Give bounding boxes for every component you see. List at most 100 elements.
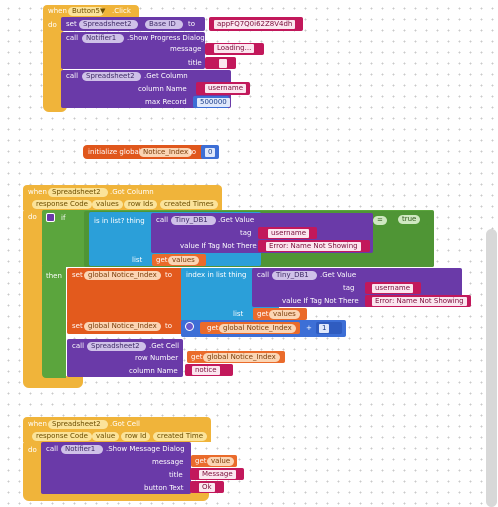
event-name: .Got Cell: [110, 420, 140, 428]
do-label: do: [28, 446, 37, 454]
component-dropdown[interactable]: Spreadsheet2: [48, 188, 108, 197]
component-dropdown[interactable]: Button5: [68, 7, 104, 16]
max-record-number[interactable]: 500000: [197, 98, 230, 107]
set-label: set: [66, 20, 77, 28]
set-label: set: [72, 322, 83, 330]
title-label: title: [169, 471, 183, 479]
eq-operator-dropdown[interactable]: =: [373, 216, 387, 225]
global-var-dropdown[interactable]: global Notice_Index: [219, 324, 296, 333]
button-text-value[interactable]: Ok: [199, 483, 215, 492]
message-text[interactable]: Loading...: [214, 44, 255, 53]
do-label: do: [28, 213, 37, 221]
tag-label: tag: [343, 284, 355, 292]
one-number[interactable]: 1: [319, 324, 330, 333]
when-label: when: [28, 420, 47, 428]
column-name-label: column Name: [129, 367, 178, 375]
get-label: get: [257, 310, 269, 318]
call-label: call: [156, 216, 169, 224]
value-var-dropdown[interactable]: value: [207, 457, 235, 466]
notifier-dropdown[interactable]: Notifier1: [82, 34, 124, 43]
column-name-label: column Name: [138, 85, 187, 93]
to-label: to: [188, 20, 196, 28]
index-in-list-label: index in list thing: [186, 271, 247, 279]
param-row-ids[interactable]: row Ids: [124, 200, 158, 209]
column-name-text[interactable]: notice: [192, 366, 220, 375]
get-label: get: [191, 353, 203, 361]
button-text-label: button Text: [144, 484, 184, 492]
tag-text[interactable]: username: [268, 229, 309, 238]
if-block-then: [42, 266, 66, 378]
column-name-text[interactable]: username: [205, 84, 246, 93]
spreadsheet-dropdown[interactable]: Spreadsheet2: [79, 20, 138, 29]
get-label: get: [195, 457, 207, 465]
param-row-id[interactable]: row Id: [121, 432, 151, 441]
call-label: call: [72, 342, 85, 350]
method-name: .Show Message Dialog: [106, 445, 185, 453]
values-var-dropdown[interactable]: values: [269, 310, 300, 319]
param-value[interactable]: value: [92, 432, 120, 441]
global-name-field[interactable]: Notice_Index: [139, 148, 193, 157]
tag-text[interactable]: username: [372, 284, 413, 293]
call-label: call: [46, 445, 59, 453]
spreadsheet-dropdown[interactable]: Spreadsheet2: [82, 72, 141, 81]
global-value-number[interactable]: 0: [205, 148, 216, 157]
call-label: call: [66, 34, 79, 42]
to-label: to: [165, 271, 173, 279]
true-dropdown[interactable]: true: [398, 215, 421, 224]
plus-operator: +: [306, 324, 312, 332]
when-label: when: [28, 188, 47, 196]
title-label: title: [188, 59, 202, 67]
get-label: get: [207, 324, 219, 332]
to-label: to: [165, 322, 173, 330]
value-if-label: value If Tag Not There: [282, 297, 359, 305]
param-values[interactable]: values: [92, 200, 123, 209]
title-text[interactable]: Message: [199, 470, 236, 479]
tag-label: tag: [240, 229, 252, 237]
base-id-text[interactable]: appFQ7Q0i62Z8V4dh: [214, 20, 296, 29]
vertical-scrollbar[interactable]: [486, 229, 497, 507]
component-dropdown[interactable]: Spreadsheet2: [48, 420, 108, 429]
message-label: message: [152, 458, 184, 466]
title-text[interactable]: [219, 59, 227, 68]
list-label: list: [233, 310, 244, 318]
property-dropdown[interactable]: Base ID: [145, 20, 183, 29]
values-var-dropdown[interactable]: values: [168, 256, 199, 265]
method-name: .Get Column: [144, 72, 188, 80]
set-label: set: [72, 271, 83, 279]
param-response-code[interactable]: response Code: [32, 200, 92, 209]
param-created-time[interactable]: created Time: [153, 432, 208, 441]
get-label: get: [156, 256, 168, 264]
global-var-dropdown[interactable]: global Notice_Index: [84, 271, 161, 280]
global-var-dropdown[interactable]: global Notice_Index: [84, 322, 161, 331]
param-response-code[interactable]: response Code: [32, 432, 92, 441]
method-name: .Get Value: [320, 271, 357, 279]
do-label: do: [48, 21, 57, 29]
value-if-text[interactable]: Error: Name Not Showing: [266, 242, 361, 251]
event-block-footer: [23, 376, 83, 388]
gear-icon[interactable]: [46, 213, 55, 222]
tinydb-dropdown[interactable]: Tiny_DB1: [171, 216, 216, 225]
is-in-list-label: is in list? thing: [94, 217, 145, 225]
event-block-footer: [23, 493, 209, 501]
spreadsheet-dropdown[interactable]: Spreadsheet2: [87, 342, 146, 351]
method-name: .Get Value: [218, 216, 255, 224]
event-block-footer: [43, 104, 67, 112]
max-record-label: max Record: [145, 98, 187, 106]
message-label: message: [170, 45, 202, 53]
tinydb-dropdown[interactable]: Tiny_DB1: [272, 271, 317, 280]
call-label: call: [66, 72, 79, 80]
chevron-down-icon[interactable]: ▼: [100, 7, 106, 15]
row-number-label: row Number: [135, 354, 179, 362]
param-created-times[interactable]: created Times: [160, 200, 218, 209]
event-name: .Got Column: [110, 188, 154, 196]
global-var-dropdown[interactable]: global Notice_Index: [203, 353, 280, 362]
value-if-label: value If Tag Not There: [180, 242, 257, 250]
notifier-dropdown[interactable]: Notifier1: [61, 445, 103, 454]
initialize-global-label: initialize global: [88, 148, 141, 156]
then-label: then: [46, 272, 62, 280]
value-if-text[interactable]: Error: Name Not Showing: [372, 297, 467, 306]
list-label: list: [132, 256, 143, 264]
event-block-body: [43, 16, 63, 110]
gear-icon[interactable]: [185, 322, 194, 331]
if-label: if: [61, 214, 66, 222]
